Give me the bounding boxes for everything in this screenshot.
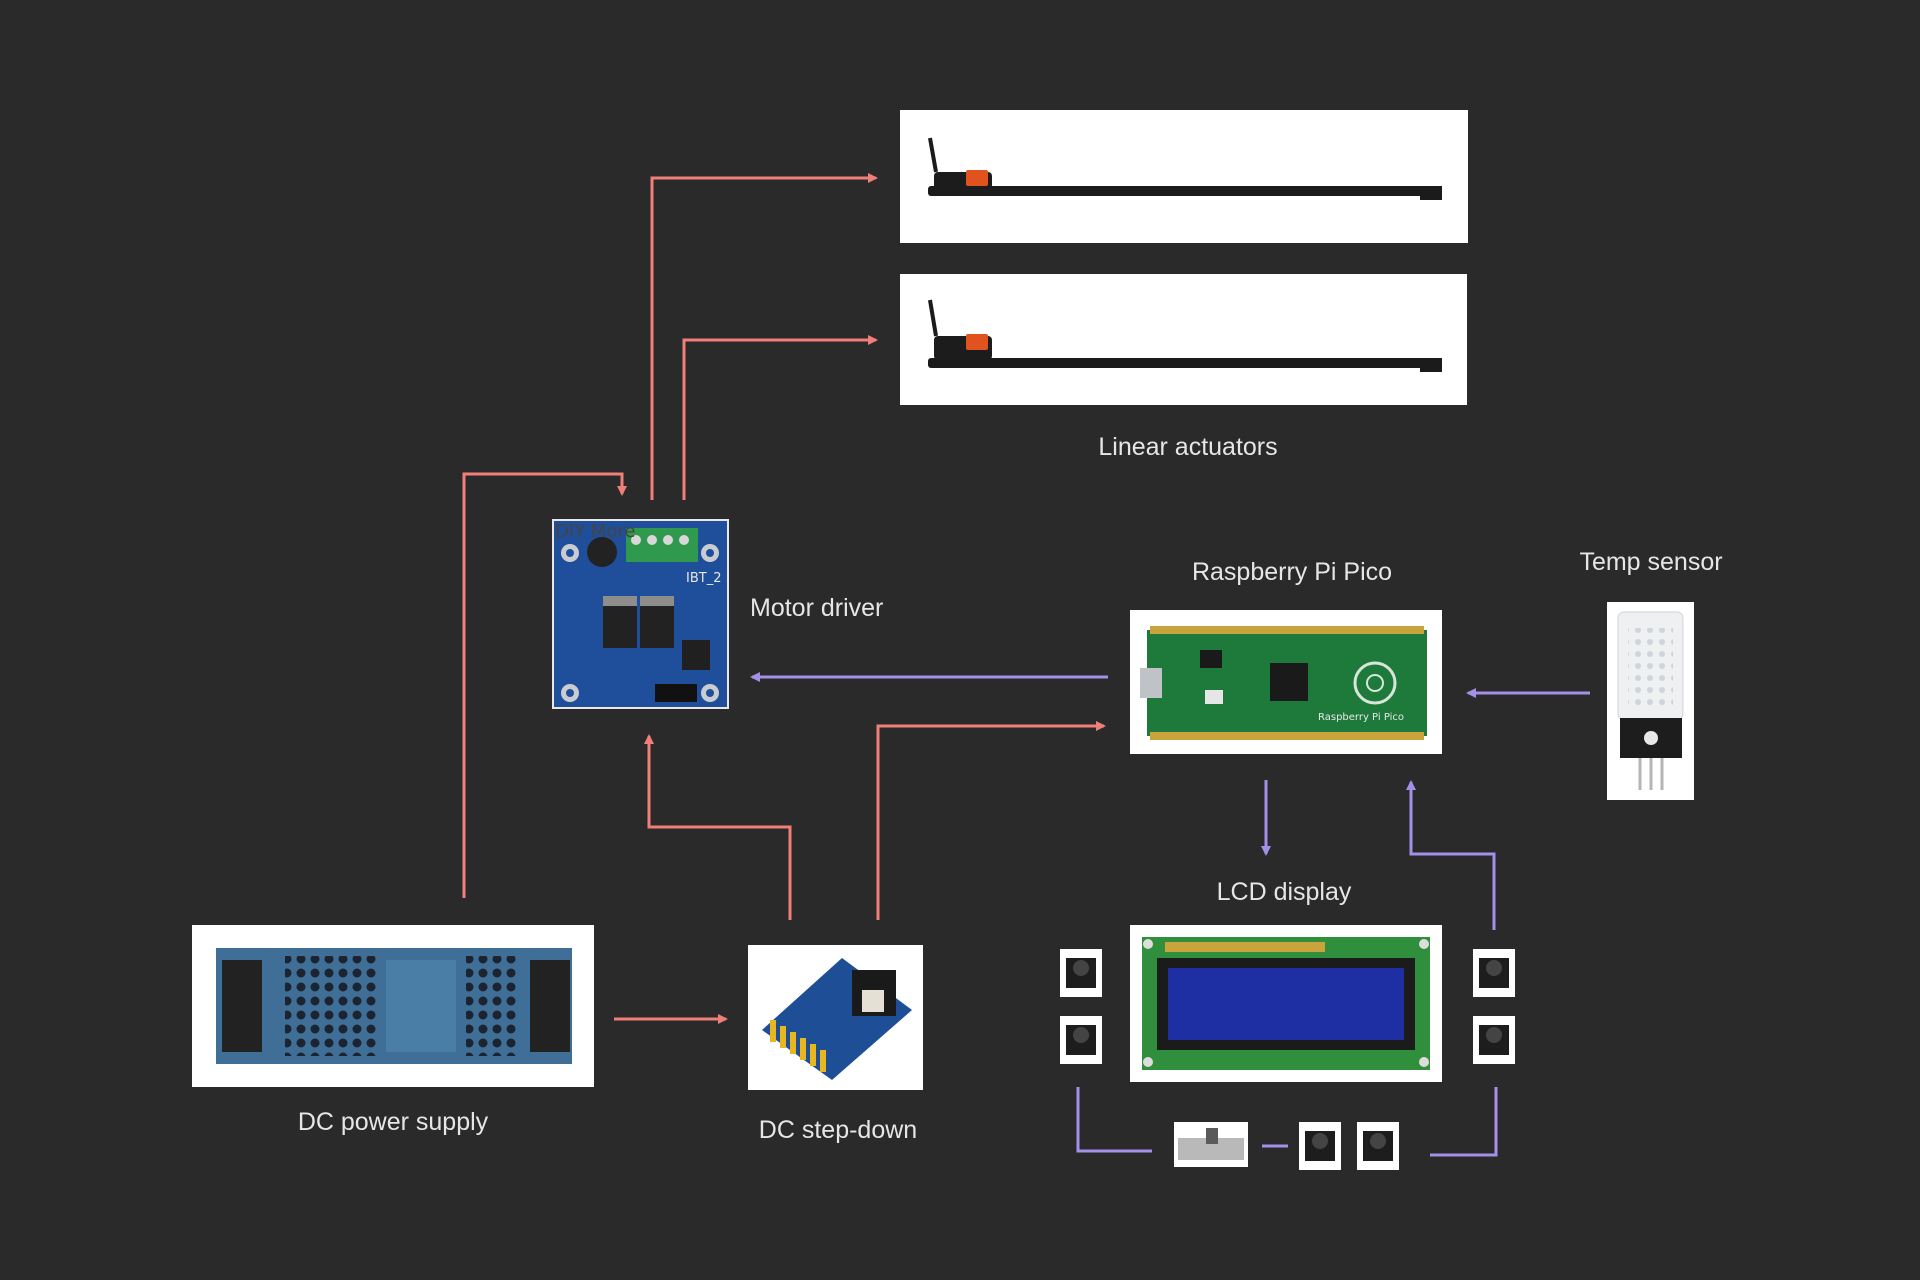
linear-actuator-2 xyxy=(900,274,1467,405)
push-button-left-top xyxy=(1060,949,1102,997)
push-button-left-bottom xyxy=(1060,1016,1102,1064)
power-line-driver-to-actuator-2 xyxy=(682,335,878,500)
raspberry-pi-pico-label: Raspberry Pi Pico xyxy=(1192,558,1392,586)
dc-step-down xyxy=(748,945,923,1090)
signal-line-left-buttons-to-switch xyxy=(1076,1087,1152,1153)
push-button-right-top xyxy=(1473,949,1515,997)
lcd-display xyxy=(1130,925,1442,1082)
dc-power-supply-label: DC power supply xyxy=(298,1108,489,1136)
signal-line-bottom-to-right-buttons xyxy=(1430,1087,1498,1157)
temp-sensor xyxy=(1607,602,1694,800)
dc-power-supply xyxy=(192,925,594,1087)
pico-board-text: Raspberry Pi Pico xyxy=(1318,712,1404,723)
linear-actuators-label: Linear actuators xyxy=(1098,433,1277,461)
power-line-supply-to-driver xyxy=(462,472,627,898)
lcd-display-label: LCD display xyxy=(1217,878,1352,906)
power-line-driver-to-actuator-1 xyxy=(650,173,878,500)
push-button-bottom-1 xyxy=(1299,1122,1341,1170)
temp-sensor-label: Temp sensor xyxy=(1579,548,1722,576)
motor-driver-label: Motor driver xyxy=(750,594,883,622)
signal-line-buttons-to-pico xyxy=(1406,780,1496,930)
power-line-stepdown-to-driver xyxy=(644,734,792,920)
push-button-bottom-2 xyxy=(1357,1122,1399,1170)
raspberry-pi-pico-board: Raspberry Pi Pico xyxy=(1130,610,1442,754)
motor-driver-model-text: IBT_2 xyxy=(686,571,721,586)
push-button-right-bottom xyxy=(1473,1016,1515,1064)
linear-actuator-1 xyxy=(900,110,1468,243)
motor-driver-board: DIY More IBT_2 xyxy=(552,519,729,709)
slide-switch xyxy=(1174,1122,1248,1167)
dc-step-down-label: DC step-down xyxy=(759,1116,917,1144)
motor-driver-brand-text: DIY More xyxy=(555,521,636,542)
power-line-stepdown-to-pico xyxy=(876,721,1106,920)
